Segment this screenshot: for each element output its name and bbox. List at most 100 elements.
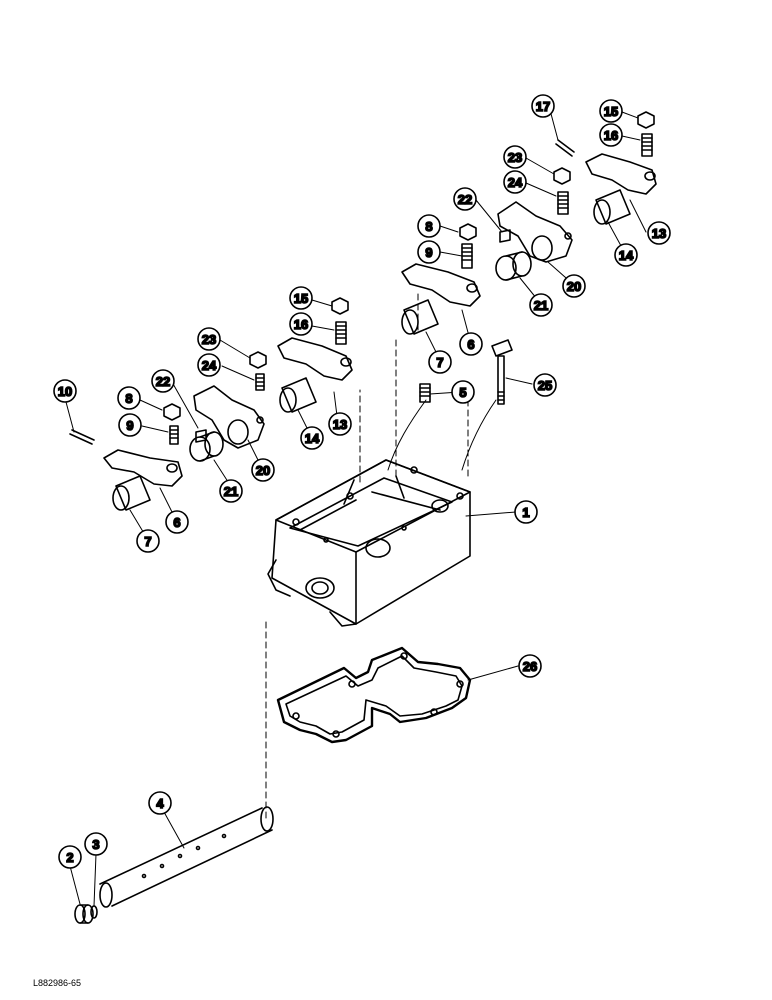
rocker-housing (267, 459, 471, 627)
svg-text:16: 16 (604, 128, 618, 143)
o-ring (90, 905, 98, 919)
callout-group: 17 15 16 23 24 22 8 9 13 14 20 21 6 7 15… (53, 94, 671, 869)
svg-text:16: 16 (294, 317, 308, 332)
pin-left-10 (69, 429, 95, 445)
svg-text:13: 13 (333, 417, 347, 432)
callout-24: 24 (503, 170, 527, 194)
callout-7: 7 (428, 350, 452, 374)
svg-text:13: 13 (652, 226, 666, 241)
callout-15: 15 (289, 286, 313, 310)
svg-text:23: 23 (508, 150, 522, 165)
dowel-right-22 (499, 229, 511, 243)
rocker-arm-left-13 (277, 337, 353, 381)
callout-24: 24 (197, 353, 221, 377)
callout-6: 6 (165, 510, 189, 534)
stud-left-24 (255, 373, 265, 391)
callout-14: 14 (300, 426, 324, 450)
callout-26: 26 (518, 654, 542, 678)
svg-text:15: 15 (604, 104, 618, 119)
callout-10: 10 (53, 379, 77, 403)
callout-16: 16 (599, 123, 623, 147)
svg-text:21: 21 (534, 298, 548, 313)
callout-23: 23 (197, 327, 221, 351)
callout-5: 5 (451, 380, 475, 404)
svg-text:9: 9 (425, 245, 432, 260)
svg-text:23: 23 (202, 332, 216, 347)
nut-right-15 (637, 111, 655, 129)
callout-9: 9 (417, 240, 441, 264)
svg-text:8: 8 (125, 391, 132, 406)
callout-25: 25 (533, 373, 557, 397)
stud-left-9 (169, 425, 179, 445)
svg-text:22: 22 (458, 192, 472, 207)
svg-text:8: 8 (425, 219, 432, 234)
solid-guide-lines (387, 399, 497, 471)
rocker-arm-right-13 (585, 153, 657, 195)
svg-text:25: 25 (538, 378, 552, 393)
svg-text:4: 4 (156, 796, 164, 811)
callout-8: 8 (117, 386, 141, 410)
svg-text:21: 21 (224, 484, 238, 499)
dowel-left-22 (195, 429, 207, 443)
stud-5 (419, 383, 431, 403)
bushing-pedestal-left (189, 431, 224, 462)
svg-text:7: 7 (436, 355, 443, 370)
callout-4: 4 (148, 791, 172, 815)
stud-left-16 (335, 321, 347, 345)
bushing-pedestal-right (495, 251, 532, 281)
svg-text:14: 14 (619, 248, 634, 263)
svg-text:26: 26 (523, 659, 537, 674)
pin-right-17 (555, 139, 575, 157)
svg-text:1: 1 (522, 505, 529, 520)
callout-20: 20 (251, 458, 275, 482)
callout-20: 20 (562, 274, 586, 298)
stud-right-16 (641, 133, 653, 157)
rocker-shaft (99, 806, 274, 908)
svg-text:17: 17 (536, 99, 550, 114)
leader-lines (65, 109, 647, 907)
rocker-pedestal-left (193, 385, 265, 449)
nut-left-15 (331, 297, 349, 315)
bolt-25 (491, 339, 513, 405)
svg-text:15: 15 (294, 291, 308, 306)
callout-13: 13 (328, 412, 352, 436)
callout-2: 2 (58, 845, 82, 869)
nut-left-23 (249, 351, 267, 369)
callout-21: 21 (529, 293, 553, 317)
nut-left-8 (163, 403, 181, 421)
svg-text:14: 14 (305, 431, 320, 446)
callout-23: 23 (503, 145, 527, 169)
svg-text:20: 20 (256, 463, 270, 478)
svg-text:2: 2 (66, 850, 73, 865)
nut-right-8 (459, 223, 477, 241)
callout-9: 9 (118, 413, 142, 437)
svg-text:20: 20 (567, 279, 581, 294)
svg-text:6: 6 (173, 515, 180, 530)
stud-right-9 (461, 243, 473, 269)
plug (74, 904, 94, 924)
callout-15: 15 (599, 99, 623, 123)
stud-right-24 (557, 191, 569, 215)
callout-17: 17 (531, 94, 555, 118)
callout-22: 22 (151, 369, 175, 393)
bushing-right-14 (593, 189, 631, 225)
callout-16: 16 (289, 312, 313, 336)
callout-14: 14 (614, 243, 638, 267)
svg-text:24: 24 (508, 175, 523, 190)
nut-right-23 (553, 167, 571, 185)
assembly-guide-lines (265, 289, 469, 819)
callout-3: 3 (84, 832, 108, 856)
callout-1: 1 (514, 500, 538, 524)
svg-text:24: 24 (202, 358, 217, 373)
svg-text:10: 10 (58, 384, 72, 399)
svg-text:5: 5 (459, 385, 466, 400)
rocker-pedestal-right (497, 201, 573, 263)
bushing-right (401, 299, 439, 335)
callout-7: 7 (136, 529, 160, 553)
callout-13: 13 (647, 221, 671, 245)
callout-6: 6 (459, 332, 483, 356)
svg-text:9: 9 (126, 418, 133, 433)
callout-8: 8 (417, 214, 441, 238)
rocker-arm-left (103, 449, 183, 487)
